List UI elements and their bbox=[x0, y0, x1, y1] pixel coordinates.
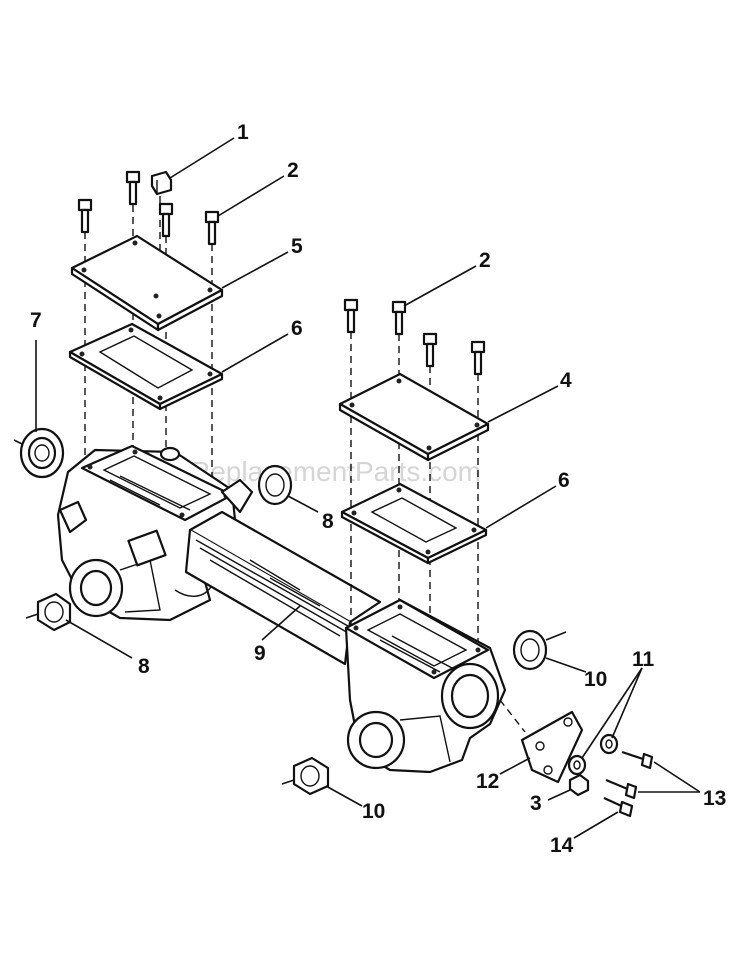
washer-11-top bbox=[599, 733, 619, 755]
cover-plate-4 bbox=[338, 372, 490, 462]
callout-8-bottom: 8 bbox=[138, 655, 150, 678]
watermark-text: ReplacementParts.com bbox=[190, 456, 481, 487]
callout-5: 5 bbox=[291, 235, 303, 258]
callout-10-bottom: 10 bbox=[362, 800, 385, 823]
callout-10-right: 10 bbox=[584, 668, 607, 691]
bolt-right-d bbox=[470, 340, 486, 650]
callout-3: 3 bbox=[530, 792, 542, 815]
callout-13: 13 bbox=[703, 787, 726, 810]
callout-6-left: 6 bbox=[291, 317, 303, 340]
callout-11: 11 bbox=[632, 648, 655, 671]
bolt-left-a bbox=[77, 198, 93, 470]
bolt-13-bottom bbox=[605, 778, 638, 800]
leader-lines bbox=[35, 137, 701, 839]
bolt-13-top bbox=[621, 750, 654, 770]
left-gear-housing bbox=[56, 444, 254, 622]
washer-11-bottom bbox=[567, 754, 587, 776]
cover-plate-5 bbox=[70, 234, 224, 332]
callout-7: 7 bbox=[30, 309, 42, 332]
callout-labels: 1 2 5 6 7 8 8 9 2 4 6 10 10 11 12 3 13 1… bbox=[30, 121, 726, 857]
callout-8-top: 8 bbox=[322, 510, 334, 533]
nut-part-3 bbox=[568, 773, 590, 797]
bolt-14 bbox=[603, 796, 634, 818]
bearing-8-top bbox=[257, 464, 293, 506]
callout-12: 12 bbox=[476, 770, 499, 793]
callout-9: 9 bbox=[254, 642, 266, 665]
callout-4: 4 bbox=[560, 369, 572, 392]
gasket-6-right bbox=[340, 482, 488, 565]
bolt-right-a bbox=[343, 298, 359, 660]
callout-2-right: 2 bbox=[479, 249, 491, 272]
bearing-10-right bbox=[512, 629, 567, 671]
callout-14: 14 bbox=[550, 834, 574, 857]
left-bolts-group bbox=[77, 170, 220, 490]
oil-seal-7 bbox=[13, 427, 65, 479]
side-cover-12 bbox=[499, 699, 584, 784]
right-gear-housing bbox=[344, 598, 507, 774]
gasket-6-left bbox=[68, 322, 224, 411]
bearing-8-bottom bbox=[25, 592, 72, 632]
callout-1: 1 bbox=[237, 121, 249, 144]
callout-6-right: 6 bbox=[558, 469, 570, 492]
bolt-left-d bbox=[204, 210, 220, 490]
bearing-10-bottom bbox=[281, 756, 330, 796]
callout-2-left: 2 bbox=[287, 159, 299, 182]
